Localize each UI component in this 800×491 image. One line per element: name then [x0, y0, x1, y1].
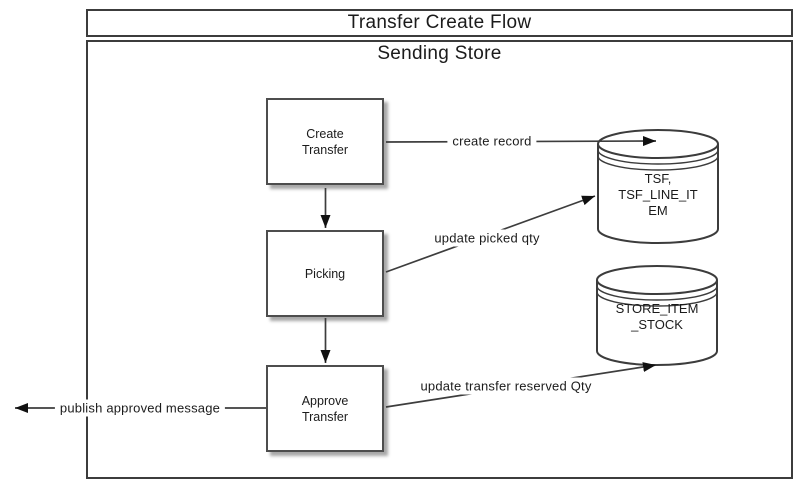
edge-label-create-record: create record	[447, 132, 537, 150]
edge-label-publish-approved-message: publish approved message	[54, 399, 226, 417]
frame-title: Transfer Create Flow	[347, 12, 532, 33]
lane-title-text: Sending Store	[377, 43, 502, 64]
edge-label-update-picked-qty: update picked qty	[429, 229, 545, 247]
node-approve-transfer: Approve Transfer	[266, 365, 384, 452]
node-create-transfer: Create Transfer	[266, 98, 384, 185]
edge-label-update-transfer-reserved-qty: update transfer reserved Qty	[415, 377, 597, 395]
datastore-store-item-stock-label: STORE_ITEM _STOCK	[615, 301, 699, 332]
node-picking: Picking	[266, 230, 384, 317]
lane-title: Sending Store	[86, 42, 793, 66]
frame-title-bar: Transfer Create Flow	[86, 9, 793, 37]
datastore-tsf-label: TSF, TSF_LINE_IT EM	[618, 171, 698, 218]
